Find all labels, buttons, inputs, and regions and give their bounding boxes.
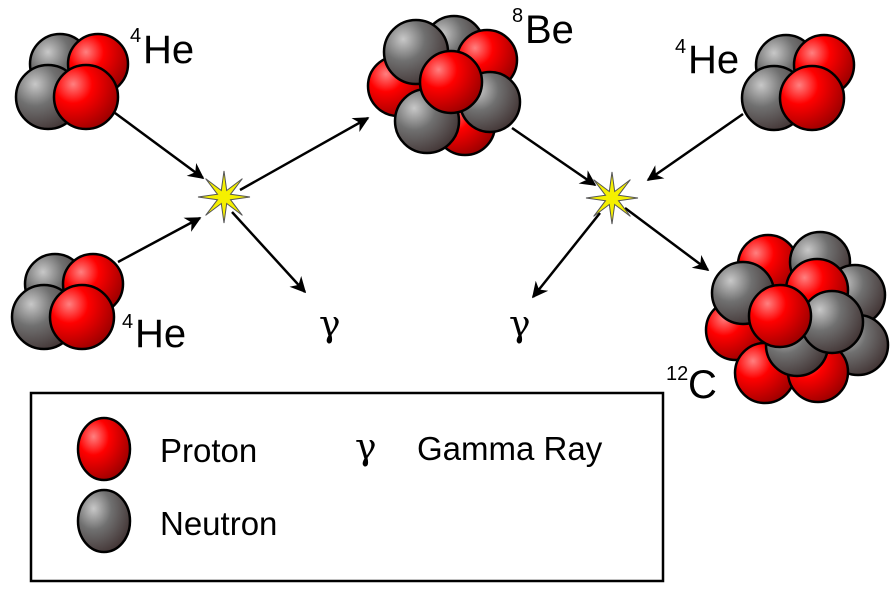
he3-mass-number: 4 (675, 36, 686, 58)
he2-symbol: He (135, 312, 186, 356)
he1-symbol: He (143, 28, 194, 72)
gamma-ray-symbol-1: γ (319, 304, 341, 345)
he2-mass-number: 4 (122, 311, 133, 333)
arrow-flash2-to-c (624, 206, 710, 272)
legend-gamma-symbol: γ (355, 427, 377, 468)
legend: Proton Neutron γ Gamma Ray (29, 391, 665, 583)
reaction-arrows (114, 111, 744, 299)
be-symbol: Be (525, 8, 574, 52)
arrow-be-to-flash2 (511, 126, 597, 187)
arrow-he3-to-flash2 (646, 112, 744, 182)
beryllium-nucleus (366, 14, 522, 157)
legend-neutron-label: Neutron (160, 505, 277, 542)
legend-gamma-label: Gamma Ray (417, 430, 603, 467)
arrow-flash2-to-gamma2 (532, 212, 601, 299)
proton (747, 283, 813, 349)
he3-symbol: He (688, 38, 739, 82)
proton (52, 63, 120, 131)
gamma-ray-symbol-2: γ (509, 304, 531, 345)
carbon-nucleus (704, 230, 890, 405)
legend-proton-icon (76, 416, 132, 482)
arrow-he1-to-flash1 (114, 111, 205, 180)
helium-nucleus-top-left (14, 32, 130, 131)
arrow-he2-to-flash1 (117, 216, 202, 264)
proton (48, 283, 116, 351)
proton (778, 64, 846, 132)
legend-box (29, 391, 665, 583)
arrow-flash1-to-be (239, 116, 370, 192)
c-symbol: C (688, 363, 717, 407)
c-mass-number: 12 (666, 363, 688, 385)
fusion-flash-icon (585, 171, 639, 225)
helium-nucleus-bottom-left (10, 252, 125, 351)
be-mass-number: 8 (512, 5, 523, 27)
he1-mass-number: 4 (130, 25, 141, 47)
legend-neutron-icon (76, 488, 132, 554)
helium-nucleus-right (740, 33, 856, 132)
proton (418, 49, 484, 115)
fusion-flash-icon (197, 170, 251, 224)
arrow-flash1-to-gamma1 (231, 211, 307, 294)
legend-proton-label: Proton (160, 432, 257, 469)
